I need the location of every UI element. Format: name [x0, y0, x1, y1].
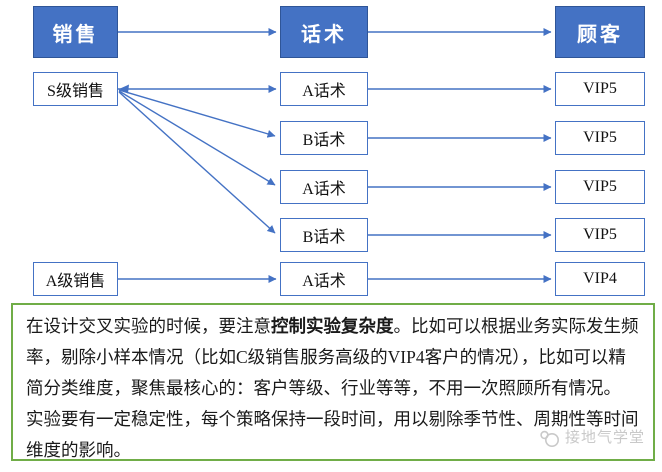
note-text: 在设计交叉实验的时候，要注意: [26, 316, 271, 336]
node-script-r5: A话术: [280, 262, 368, 296]
header-box-script: 话术: [280, 6, 368, 58]
note-bold-text: 控制实验复杂度: [271, 316, 394, 336]
node-customer-r5: VIP4: [555, 262, 645, 296]
watermark: 接地气学堂: [539, 423, 645, 454]
node-label: VIP5: [583, 129, 617, 146]
note-text: 。比如可以根据业务实际发生频率，剔除小样本情况（比如C级销售服务高级的VIP4客…: [26, 316, 639, 398]
note-text: 实验要有一定稳定性，每个策略保持一段时间，用以剔除季节性、周期性等时间维度的影响…: [26, 409, 639, 460]
header-label-script: 话术: [301, 23, 347, 46]
node-customer-r2: VIP5: [555, 121, 645, 155]
node-script-r3: A话术: [280, 170, 368, 204]
connector-lines: [118, 28, 552, 283]
arrowhead-into-s-sales: [119, 84, 129, 94]
node-label: B话术: [302, 132, 346, 149]
node-label: B话术: [302, 229, 346, 246]
node-customer-r4: VIP5: [555, 218, 645, 252]
node-label: VIP4: [583, 270, 617, 287]
node-label: A级销售: [45, 273, 106, 290]
node-label: VIP5: [583, 226, 617, 243]
node-customer-r3: VIP5: [555, 170, 645, 204]
node-s-level-sales: S级销售: [33, 72, 118, 106]
header-box-sales: 销售: [33, 6, 118, 58]
panda-logo-icon: [539, 430, 561, 448]
node-script-r2: B话术: [280, 121, 368, 155]
arrow-s-sales-to-b-script-r4: [118, 91, 276, 234]
arrow-s-sales-to-a-script-r3: [118, 90, 276, 186]
watermark-text: 接地气学堂: [564, 430, 645, 446]
header-box-customer: 顾客: [555, 6, 645, 58]
note-paragraph-1: 在设计交叉实验的时候，要注意控制实验复杂度。比如可以根据业务实际发生频率，剔除小…: [26, 311, 641, 404]
node-label: VIP5: [583, 178, 617, 195]
header-label-customer: 顾客: [577, 23, 623, 46]
header-label-sales: 销售: [52, 23, 99, 46]
node-label: A话术: [302, 273, 346, 290]
node-label: VIP5: [583, 80, 617, 97]
node-a-level-sales: A级销售: [33, 262, 118, 296]
node-label: A话术: [302, 181, 346, 198]
note-paragraph-2: 实验要有一定稳定性，每个策略保持一段时间，用以剔除季节性、周期性等时间维度的影响…: [26, 404, 641, 466]
node-customer-r1: VIP5: [555, 72, 645, 106]
arrow-s-sales-to-b-script-r2: [118, 89, 276, 138]
node-script-r4: B话术: [280, 218, 368, 252]
note-box: 在设计交叉实验的时候，要注意控制实验复杂度。比如可以根据业务实际发生频率，剔除小…: [11, 303, 655, 461]
node-script-r1: A话术: [280, 72, 368, 106]
node-label: S级销售: [47, 83, 104, 100]
node-label: A话术: [302, 83, 346, 100]
